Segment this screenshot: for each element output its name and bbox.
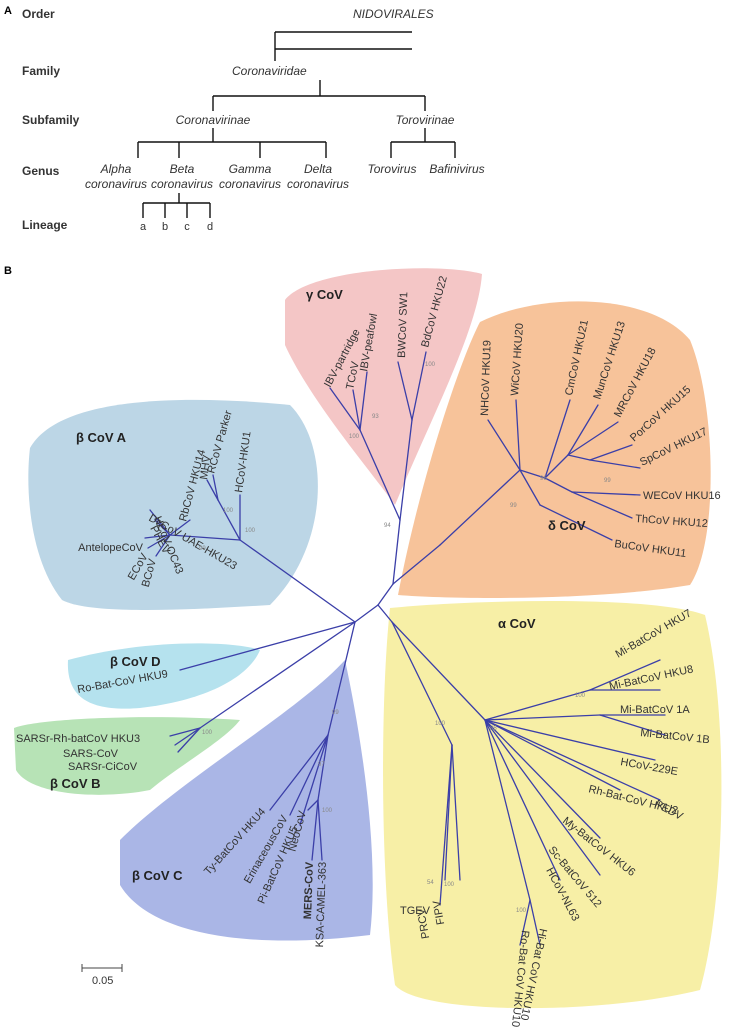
taxon-wicov: WiCoV HKU20 <box>509 323 526 396</box>
clade-beta-c-region <box>120 660 373 941</box>
taxon-nhcov: NHCoV HKU19 <box>479 340 494 416</box>
taxon-sars: SARS-CoV <box>63 748 119 760</box>
bootstrap-value: 100 <box>245 528 256 534</box>
bootstrap-value: 54 <box>427 880 434 886</box>
panel-b-label: B <box>4 265 12 277</box>
clade-beta-c-title: β CoV C <box>132 868 183 883</box>
clade-beta-a-region <box>28 399 318 610</box>
lineage-a: a <box>140 221 147 233</box>
rank-genus: Genus <box>22 164 60 178</box>
bootstrap-value: 85 <box>490 726 497 732</box>
clade-beta-d-region <box>67 643 261 709</box>
bootstrap-value: 100 <box>516 908 527 914</box>
panel-a-label: A <box>4 5 12 17</box>
rank-lineage: Lineage <box>22 218 68 232</box>
rank-order: Order <box>22 7 55 21</box>
clade-beta-d-title: β CoV D <box>110 654 161 669</box>
bootstrap-value: 100 <box>575 693 586 699</box>
clade-alpha-title: α CoV <box>498 616 536 631</box>
genus-alpha-1: Alpha <box>100 162 132 176</box>
bootstrap-value: 99 <box>332 710 339 716</box>
taxon-antelope: AntelopeCoV <box>78 542 143 554</box>
bootstrap-value: 100 <box>425 362 436 368</box>
taxon-prcv: PRCV <box>415 907 432 940</box>
clade-alpha-region <box>383 600 722 1009</box>
genus-delta-2: coronavirus <box>287 177 349 191</box>
scale-bar-label: 0.05 <box>92 975 113 987</box>
genus-beta-2: coronavirus <box>151 177 213 191</box>
taxon-thcov: ThCoV HKU12 <box>635 513 708 530</box>
bootstrap-value: 100 <box>435 721 446 727</box>
clade-beta-b-region <box>14 717 240 795</box>
genus-gamma-1: Gamma <box>229 162 272 176</box>
taxon-bwcov: BWCoV SW1 <box>396 292 410 358</box>
genus-alpha-2: coronavirus <box>85 177 147 191</box>
panel-a-taxonomy <box>137 31 456 218</box>
clade-beta-a-title: β CoV A <box>76 430 127 445</box>
bootstrap-value: 100 <box>444 882 455 888</box>
bootstrap-value: 93 <box>372 414 379 420</box>
clade-delta-title: δ CoV <box>548 518 586 533</box>
scale-bar: 0.05 <box>81 964 123 987</box>
lineage-d: d <box>207 221 213 233</box>
taxon-sarsr-ci: SARSr-CiCoV <box>68 761 138 773</box>
rank-subfamily: Subfamily <box>22 113 80 127</box>
taxon-mi-1a: Mi-BatCoV 1A <box>620 704 690 716</box>
rank-family: Family <box>22 64 60 78</box>
subfamily-torovirinae: Torovirinae <box>396 113 455 127</box>
taxon-sarsr-rh: SARSr-Rh-batCoV HKU3 <box>16 733 140 745</box>
clade-beta-b-title: β CoV B <box>50 776 101 791</box>
genus-beta-1: Beta <box>170 162 195 176</box>
lineage-b: b <box>162 221 168 233</box>
taxon-mers: MERS-CoV <box>302 861 316 919</box>
bootstrap-value: 94 <box>384 523 391 529</box>
taxon-ksa-camel: KSA-CAMEL-363 <box>314 862 329 948</box>
bootstrap-value: 99 <box>604 478 611 484</box>
order-name: NIDOVIRALES <box>353 7 434 21</box>
taxon-fipv: FIPV <box>431 899 447 926</box>
taxon-wecov: WECoV HKU16 <box>643 490 721 502</box>
bootstrap-value: 100 <box>202 730 213 736</box>
taxon-tgev: TGEV <box>400 905 431 917</box>
bootstrap-value: 100 <box>322 808 333 814</box>
genus-bafinivirus: Bafinivirus <box>429 162 484 176</box>
genus-gamma-2: coronavirus <box>219 177 281 191</box>
taxon-mhv: MHV <box>198 454 213 481</box>
bootstrap-value: 97 <box>318 762 325 768</box>
bootstrap-value: 100 <box>349 434 360 440</box>
phylogenetic-tree-branches <box>144 351 666 946</box>
clade-gamma-region <box>285 268 482 505</box>
family-name: Coronaviridae <box>232 64 307 78</box>
bootstrap-value: 99 <box>199 546 206 552</box>
subfamily-coronavirinae: Coronavirinae <box>176 113 251 127</box>
bootstrap-value: 99 <box>510 503 517 509</box>
lineage-c: c <box>184 221 190 233</box>
genus-delta-1: Delta <box>304 162 332 176</box>
genus-torovirus: Torovirus <box>368 162 417 176</box>
bootstrap-values: 100 100 93 94 99 96 99 100 100 99 100 99… <box>199 362 611 914</box>
taxon-tcov: TCoV <box>344 360 362 391</box>
bootstrap-value: 96 <box>540 476 547 482</box>
bootstrap-value: 100 <box>223 508 234 514</box>
clade-gamma-title: γ CoV <box>306 287 343 302</box>
